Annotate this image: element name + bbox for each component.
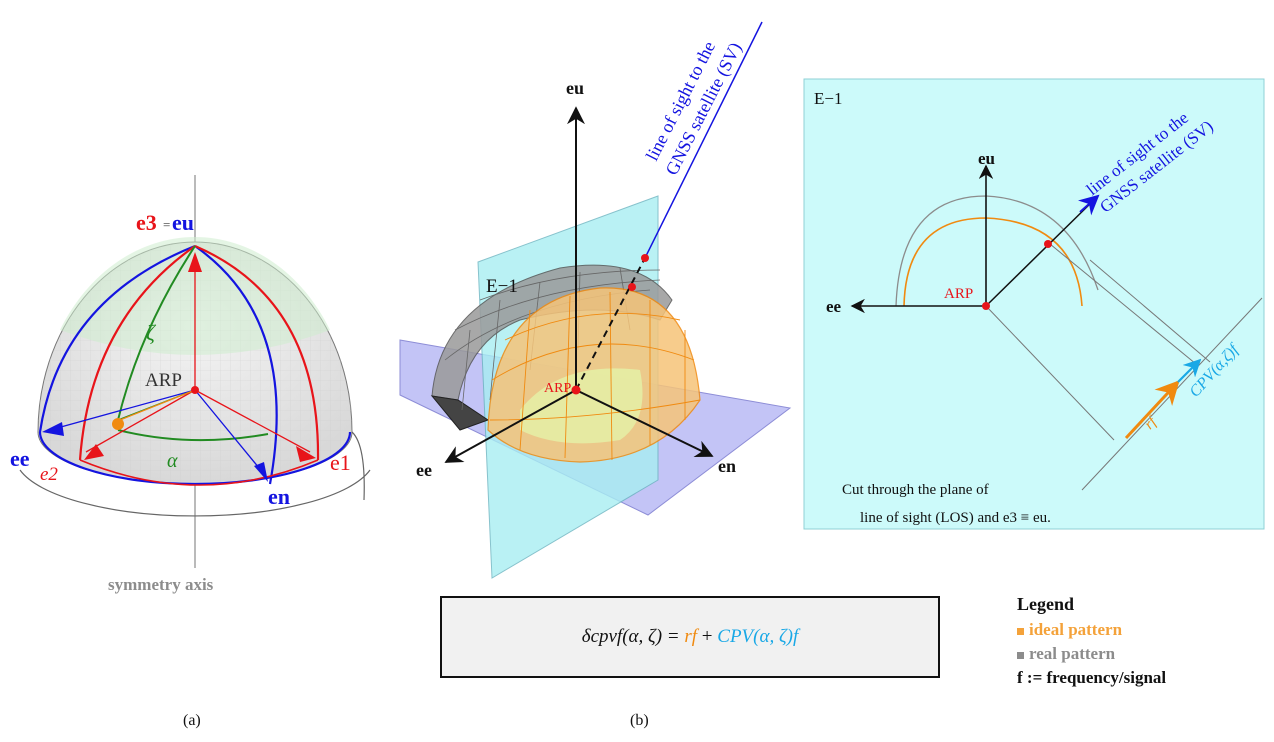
label-e1: e1 xyxy=(330,450,351,475)
label-plane-b: E−1 xyxy=(486,276,518,297)
formula-lhs: δcpvf(α, ζ) = xyxy=(581,626,685,647)
panel-a: e3 = eu ζ ARP α ee e2 en e1 symmetry axi… xyxy=(10,175,371,729)
caption-a: (a) xyxy=(183,712,201,729)
inset-panel: E−1 eu ee ARP line of sight to the GNSS … xyxy=(803,78,1265,530)
legend: Legend ideal pattern real pattern f := f… xyxy=(1017,592,1267,690)
label-arp-b: ARP xyxy=(544,381,571,396)
los-line-b xyxy=(644,21,763,259)
dome-rim xyxy=(19,469,371,517)
legend-real-label: real pattern xyxy=(1029,644,1116,663)
ideal-pattern-grid xyxy=(489,291,701,461)
legend-ideal-swatch xyxy=(1017,627,1024,635)
base-red-arc xyxy=(79,459,319,486)
meridian-blue-right xyxy=(194,245,278,485)
inset-note-line2: line of sight (LOS) and e3 ≡ eu. xyxy=(860,510,1051,526)
label-ee-b: ee xyxy=(416,460,432,480)
label-en-a: en xyxy=(268,484,290,509)
legend-real: real pattern xyxy=(1017,642,1267,666)
symmetry-axis-caption: symmetry axis xyxy=(108,575,214,594)
label-ee-a: ee xyxy=(10,446,30,471)
arp-point-a xyxy=(191,386,199,394)
intersect-inset xyxy=(1044,240,1052,248)
e2-arrowhead xyxy=(84,444,104,460)
label-en-b: en xyxy=(718,456,736,476)
label-ee-inset: ee xyxy=(826,297,842,316)
label-e2: e2 xyxy=(40,464,58,485)
en-arrowhead xyxy=(254,462,268,482)
label-eu-a: eu xyxy=(172,210,194,235)
intersect-real-b xyxy=(641,254,649,262)
label-arp-inset: ARP xyxy=(944,286,973,302)
base-ellipse xyxy=(38,431,352,486)
los-dashed xyxy=(575,257,646,391)
legend-ideal: ideal pattern xyxy=(1017,618,1267,642)
formula-rf: rf xyxy=(684,626,698,647)
axis-en-b xyxy=(575,389,714,458)
label-eu-inset: eu xyxy=(978,149,995,168)
formula-cpv: CPV(α, ζ)f xyxy=(717,626,799,647)
rf-vector xyxy=(1124,380,1180,440)
legend-title: Legend xyxy=(1017,594,1075,614)
los-label-b: line of sight to the GNSS satellite (SV) xyxy=(642,38,747,179)
label-equals: = xyxy=(163,217,170,232)
legend-ideal-label: ideal pattern xyxy=(1029,620,1123,639)
arp-point-inset xyxy=(982,302,990,310)
formula-plus: + xyxy=(697,626,718,647)
formula-box: δcpvf(α, ζ) = rf + CPV(α, ζ)f xyxy=(440,596,940,678)
label-plane-inset: E−1 xyxy=(814,89,842,108)
label-zeta: ζ xyxy=(146,320,157,345)
meridian-blue-left xyxy=(38,244,196,433)
label-alpha: α xyxy=(167,450,178,472)
label-eu-b: eu xyxy=(566,78,584,98)
meridian-red-left xyxy=(78,245,196,461)
legend-freq-label: f := frequency/signal xyxy=(1017,668,1167,687)
legend-real-swatch xyxy=(1017,651,1024,659)
inset-note-line1: Cut through the plane of xyxy=(842,482,989,498)
meridian-green xyxy=(117,245,196,421)
inset-background xyxy=(803,78,1265,530)
ee-arrowhead xyxy=(42,422,64,436)
legend-freq: f := frequency/signal xyxy=(1017,666,1267,690)
alpha-arc xyxy=(117,429,269,442)
intersect-ideal-b xyxy=(628,283,636,291)
e3-arrowhead xyxy=(188,252,202,272)
caption-b: (b) xyxy=(630,712,649,729)
label-arp-a: ARP xyxy=(145,370,182,391)
real-pattern-grid xyxy=(444,267,661,411)
label-e3: e3 xyxy=(136,210,157,235)
e1-arrowhead xyxy=(296,446,316,462)
meridian-red-right xyxy=(194,244,320,461)
arp-point-b xyxy=(571,385,581,395)
axis-ee-b xyxy=(444,389,577,463)
orange-marker xyxy=(112,418,124,430)
cpv-vector xyxy=(1177,358,1202,383)
